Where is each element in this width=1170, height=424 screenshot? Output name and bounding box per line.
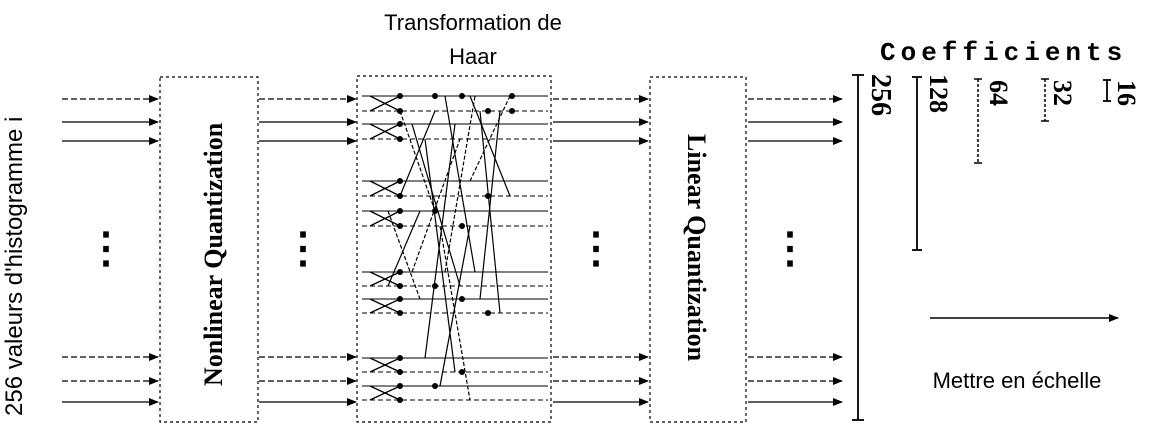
node-c-2 xyxy=(485,108,491,114)
linear-quantization-box xyxy=(649,76,747,423)
butterfly-b-7 xyxy=(369,385,401,401)
node-c-3 xyxy=(509,93,515,99)
butterfly-b-1 xyxy=(369,123,401,140)
cross-link-11 xyxy=(479,110,501,300)
linear-quantization-label: Linear Quantization xyxy=(682,134,711,362)
coefficient-size-16: 16 xyxy=(1112,80,1141,106)
haar-title-line1: Transformation de xyxy=(384,10,562,35)
butterfly-b-4 xyxy=(369,271,401,287)
node-c-11 xyxy=(459,369,465,375)
cross-link-2 xyxy=(411,123,461,287)
coefficient-bracket-256 xyxy=(852,74,864,421)
node-a-1 xyxy=(397,121,403,127)
node-c-6 xyxy=(485,193,491,199)
node-a-2 xyxy=(397,178,403,184)
cross-link-8 xyxy=(469,95,511,197)
cross-link-6 xyxy=(439,225,471,401)
node-c-0 xyxy=(432,93,438,99)
coefficient-bracket-64 xyxy=(974,78,982,164)
input-label: 256 valeurs d'histogramme i xyxy=(1,117,28,416)
node-c-1 xyxy=(459,93,465,99)
haar-title-line2: Haar xyxy=(449,44,497,69)
cross-link-9 xyxy=(469,95,511,182)
scale-label: Mettre en échelle xyxy=(933,368,1102,393)
cross-link-12 xyxy=(387,210,421,300)
node-a-0 xyxy=(397,93,403,99)
butterfly-network xyxy=(362,93,548,403)
cross-link-14 xyxy=(444,95,476,273)
node-b-5 xyxy=(397,310,403,316)
node-c-4 xyxy=(432,208,438,214)
node-a-7 xyxy=(397,383,403,389)
ellipsis-output: ⋮ xyxy=(769,226,811,272)
nonlinear-quantization-label: Nonlinear Quantization xyxy=(199,122,228,386)
node-a-6 xyxy=(397,355,403,361)
node-b-6 xyxy=(397,369,403,375)
node-c-9 xyxy=(485,310,491,316)
cross-link-10 xyxy=(479,110,501,314)
node-a-3 xyxy=(397,208,403,214)
coefficient-bracket-128 xyxy=(912,76,922,251)
node-c-7 xyxy=(432,283,438,289)
node-b-4 xyxy=(397,283,403,289)
ellipsis-after-haar: ⋮ xyxy=(575,226,617,272)
nonlinear-quantization-box xyxy=(159,76,259,423)
butterfly-b-3 xyxy=(369,210,401,227)
coefficient-size-128: 128 xyxy=(924,74,953,113)
butterfly-b-5 xyxy=(369,298,401,314)
cross-link-1 xyxy=(399,110,436,197)
signal-arrows xyxy=(62,95,843,406)
node-b-7 xyxy=(397,397,403,403)
haar-transform-box xyxy=(356,75,552,423)
coefficient-size-32: 32 xyxy=(1048,80,1077,106)
node-a-5 xyxy=(397,296,403,302)
coefficient-bracket-16 xyxy=(1103,79,1111,102)
node-c-8 xyxy=(459,296,465,302)
ellipsis-input: ⋮ xyxy=(85,226,127,272)
node-c-10 xyxy=(432,383,438,389)
cross-link-7 xyxy=(439,225,471,387)
node-b-1 xyxy=(397,136,403,142)
ellipsis-after-nonlinear: ⋮ xyxy=(282,226,324,272)
coefficient-size-256: 256 xyxy=(865,74,896,116)
cross-link-3 xyxy=(411,138,461,273)
cross-link-13 xyxy=(387,210,421,287)
node-a-4 xyxy=(397,269,403,275)
coefficients-title: Coefficients xyxy=(880,38,1127,68)
coefficient-size-64: 64 xyxy=(984,80,1013,106)
node-c-12 xyxy=(509,108,515,114)
coefficient-bracket-32 xyxy=(1041,78,1049,122)
node-b-3 xyxy=(397,223,403,229)
butterfly-b-2 xyxy=(369,180,401,197)
butterfly-b-0 xyxy=(369,95,401,112)
node-c-5 xyxy=(459,223,465,229)
cross-link-5 xyxy=(424,123,456,359)
butterfly-b-6 xyxy=(369,357,401,373)
